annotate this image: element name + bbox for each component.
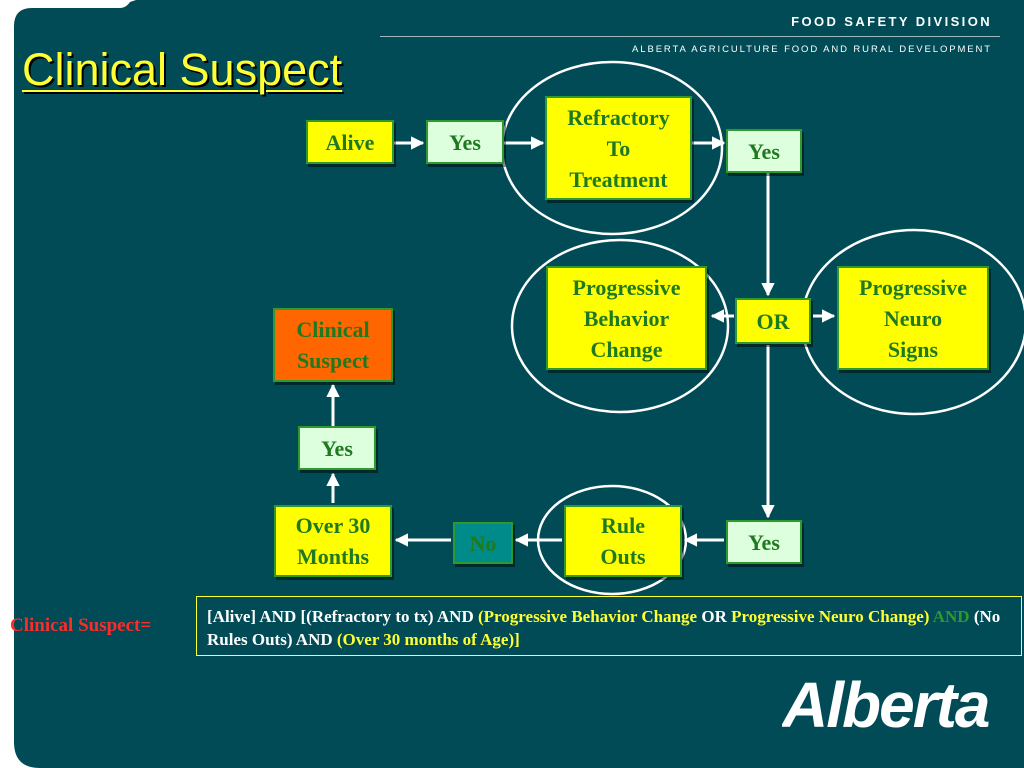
node-yes-after-alive: Yes (426, 120, 504, 164)
node-yes-after-refractory-label: Yes (748, 138, 780, 164)
definition-part-and: AND (436, 607, 478, 626)
definition-part-behavior: (Progressive Behavior Change (478, 607, 702, 626)
definition-part-age: (Over 30 months of Age)] (336, 630, 520, 649)
node-clinical-suspect: Clinical Suspect (273, 308, 393, 382)
node-neuro-line-1: Progressive (859, 274, 967, 300)
node-behavior-line-2: Behavior (583, 305, 670, 331)
header-divider (380, 36, 1000, 37)
node-yes-after-alive-label: Yes (449, 129, 481, 155)
node-refractory-line-2: To (606, 135, 631, 161)
node-alive-label: Alive (325, 129, 375, 155)
node-or-label: OR (756, 308, 790, 334)
node-or: OR (735, 298, 811, 344)
node-behavior-line-1: Progressive (572, 274, 681, 300)
node-rule-outs-line-1: Rule (601, 513, 645, 538)
node-no: No (453, 522, 513, 564)
definition-part-rule-outs: (No Rules Outs) (207, 607, 1001, 649)
node-yes-after-or: Yes (726, 520, 802, 564)
page-title: Clinical Suspect (22, 44, 343, 95)
definition-part-and: AND (295, 630, 337, 649)
node-neuro-line-2: Neuro (883, 305, 943, 331)
node-rule-outs-line-2: Outs (600, 544, 646, 569)
node-over30-line-2: Months (296, 544, 370, 569)
node-progressive-behavior: Progressive Behavior Change (546, 266, 707, 370)
definition-part-neuro: Progressive Neuro Change) (731, 607, 933, 626)
node-rule-outs: Rule Outs (564, 505, 682, 577)
ellipse-behavior (510, 238, 730, 414)
node-yes-after-refractory: Yes (726, 129, 802, 173)
node-over-30-months: Over 30 Months (274, 505, 392, 577)
node-yes-after-or-label: Yes (748, 529, 780, 555)
node-yes-after-over30-label: Yes (321, 435, 353, 461)
node-refractory-line-3: Treatment (569, 166, 668, 192)
node-clinical-line-2: Suspect (296, 348, 370, 373)
node-refractory-line-1: Refractory (567, 104, 670, 130)
node-clinical-line-1: Clinical (296, 317, 370, 342)
definition-part-or: OR (701, 607, 732, 626)
definition-part-and: AND (932, 607, 974, 626)
node-behavior-line-3: Change (590, 336, 663, 362)
alberta-logo: Alberta (782, 669, 991, 737)
definition-box: [Alive] AND [(Refractory to tx) AND (Pro… (196, 596, 1022, 656)
definition-part-alive: [Alive] (207, 607, 260, 626)
department-name: ALBERTA AGRICULTURE FOOD AND RURAL DEVEL… (632, 44, 992, 55)
definition-part-and: AND (259, 607, 301, 626)
node-no-label: No (469, 530, 497, 556)
definition-label: Clinical Suspect= (10, 615, 152, 636)
node-refractory: Refractory To Treatment (545, 96, 692, 200)
node-yes-after-over30: Yes (298, 426, 376, 470)
node-alive: Alive (306, 120, 394, 164)
alberta-logo-text: Alberta (782, 669, 989, 737)
division-name: FOOD SAFETY DIVISION (791, 14, 992, 29)
node-over30-line-1: Over 30 (295, 513, 371, 538)
node-progressive-neuro: Progressive Neuro Signs (837, 266, 989, 370)
definition-part-refractory: [(Refractory to tx) (300, 607, 437, 626)
node-neuro-line-3: Signs (887, 336, 939, 362)
